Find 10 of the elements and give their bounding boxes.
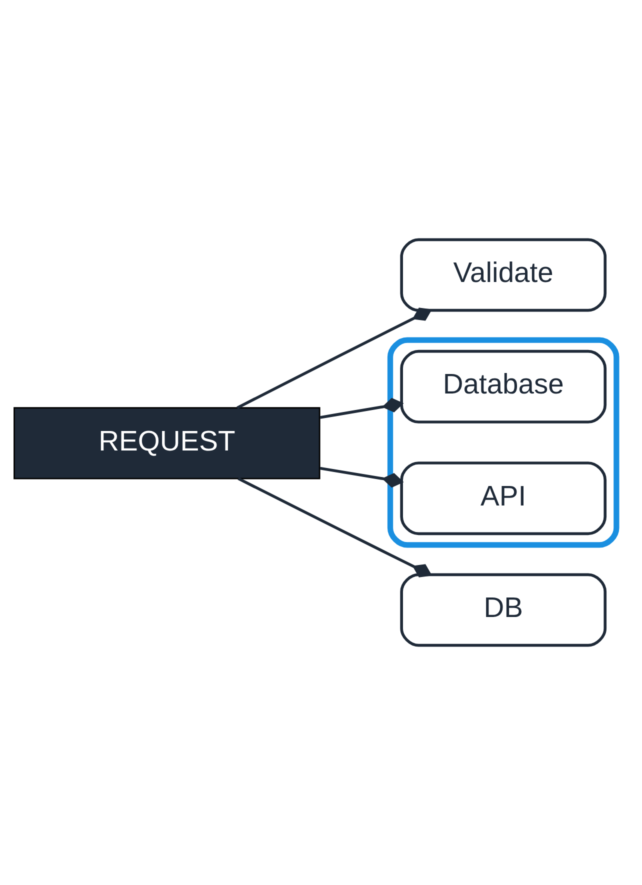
node-box: Database: [400, 350, 607, 424]
connector: [236, 308, 432, 410]
node-box: Validate: [400, 238, 607, 312]
connector: [320, 398, 404, 419]
cluster: [387, 337, 620, 548]
connector: [320, 466, 404, 488]
node-box: REQUEST: [14, 407, 320, 480]
connector: [238, 477, 432, 578]
node-box: DB: [400, 573, 607, 647]
node-box: API: [400, 462, 607, 536]
